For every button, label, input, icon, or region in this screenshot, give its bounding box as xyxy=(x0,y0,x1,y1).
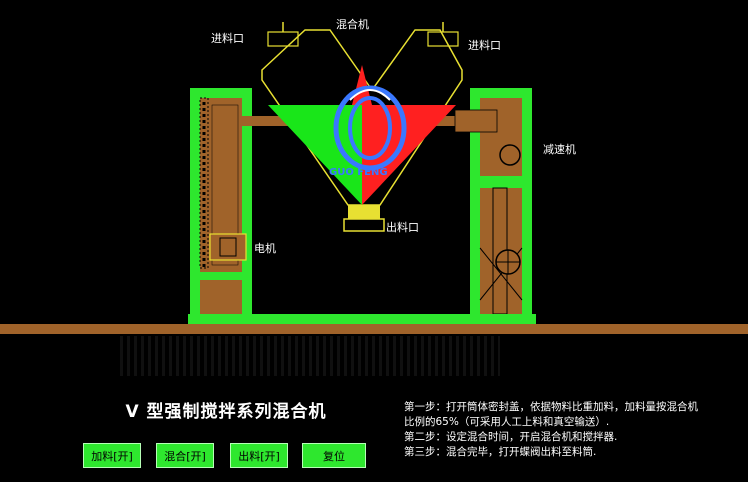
operation-instructions: 第一步：打开筒体密封盖，依据物料比重加料，加料量按混合机 比例的65%（可采用人… xyxy=(404,400,724,460)
page-title: V 型强制搅拌系列混合机 xyxy=(125,402,327,422)
guofeng-logo xyxy=(333,85,407,171)
floor-line xyxy=(0,324,748,334)
floor-shadow xyxy=(120,336,500,376)
instruction-line: 第一步：打开筒体密封盖，依据物料比重加料，加料量按混合机 xyxy=(404,401,698,413)
outlet-valve xyxy=(343,205,385,232)
outlet-label: 出料口 xyxy=(386,221,419,234)
inlet-left-label: 进料口 xyxy=(211,32,244,45)
discharge-button[interactable]: 出料[开] xyxy=(230,443,288,468)
feed-button[interactable]: 加料[开] xyxy=(83,443,141,468)
shaft-coupling xyxy=(454,109,498,133)
material-red xyxy=(362,105,456,205)
v-vessel xyxy=(261,22,463,206)
instruction-line: 第二步：设定混合时间，开启混合机和搅拌器. xyxy=(404,431,618,443)
motor xyxy=(209,233,247,261)
reducer-label: 减速机 xyxy=(543,143,576,156)
brand-text: GUO FENG xyxy=(329,167,388,178)
inlet-right-label: 进料口 xyxy=(468,39,501,52)
mixer-label: 混合机 xyxy=(336,18,369,31)
reset-button[interactable]: 复位 xyxy=(302,443,366,468)
instruction-line: 比例的65%（可采用人工上料和真空输送）. xyxy=(404,416,610,428)
instruction-line: 第三步：混合完毕，打开蝶阀出料至料筒. xyxy=(404,446,597,458)
machine-base xyxy=(188,314,536,326)
gear-reducer xyxy=(495,144,521,275)
motor-label: 电机 xyxy=(254,242,276,255)
mix-button[interactable]: 混合[开] xyxy=(156,443,214,468)
